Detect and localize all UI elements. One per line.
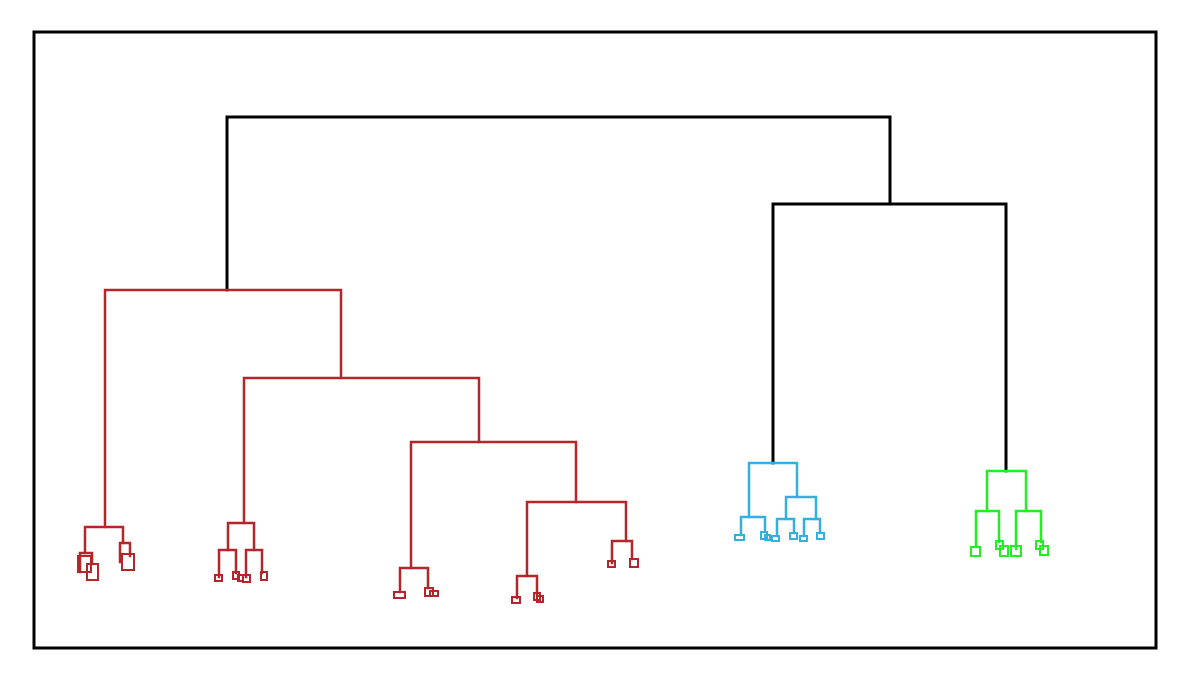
leaf-node (1039, 545, 1049, 556)
leaf-node (429, 590, 439, 597)
dendrogram-link (525, 500, 628, 578)
leaf-node (86, 563, 99, 581)
dendrogram-link (610, 539, 634, 565)
dendrogram-link (515, 574, 539, 600)
leaf-node (214, 574, 223, 582)
leaf-node (816, 532, 825, 540)
leaf-node (393, 591, 406, 599)
dendrogram-link (103, 288, 343, 529)
dendrogram-link (226, 521, 256, 552)
leaf-node (629, 558, 639, 568)
leaf-node (536, 595, 544, 603)
leaf-node (607, 560, 616, 568)
dendrogram-link (242, 376, 481, 525)
dendrogram-link (398, 566, 430, 594)
leaf-node (771, 535, 780, 542)
dendrogram-links (78, 115, 1046, 600)
plot-frame (32, 30, 1158, 650)
dendrogram-link (83, 525, 125, 555)
leaf-node (970, 546, 981, 557)
dendrogram-link (118, 541, 132, 564)
dendrogram-link (784, 495, 818, 521)
leaf-node (1010, 545, 1022, 557)
dendrogram-link (739, 515, 767, 537)
leaf-node (511, 596, 521, 604)
dendrogram-link (217, 548, 238, 579)
dendrogram-link (771, 202, 1008, 473)
dendrogram-leaves (77, 531, 1049, 604)
leaf-node (734, 534, 745, 541)
dendrogram-link (409, 440, 578, 570)
dendrogram-link (985, 469, 1028, 513)
dendrogram-link (244, 548, 264, 579)
leaf-node (799, 535, 808, 542)
dendrogram-link (1014, 509, 1043, 551)
dendrogram-link (974, 509, 1001, 549)
leaf-node (789, 532, 798, 540)
dendrogram-link (775, 517, 796, 538)
leaf-node (999, 545, 1009, 557)
leaf-node (121, 553, 135, 571)
leaf-node (260, 571, 268, 581)
leaf-node (242, 574, 251, 583)
dendrogram-link (802, 517, 822, 538)
dendrogram-link (747, 461, 799, 519)
dendrogram-link (225, 115, 892, 292)
leaf-node (764, 534, 771, 541)
